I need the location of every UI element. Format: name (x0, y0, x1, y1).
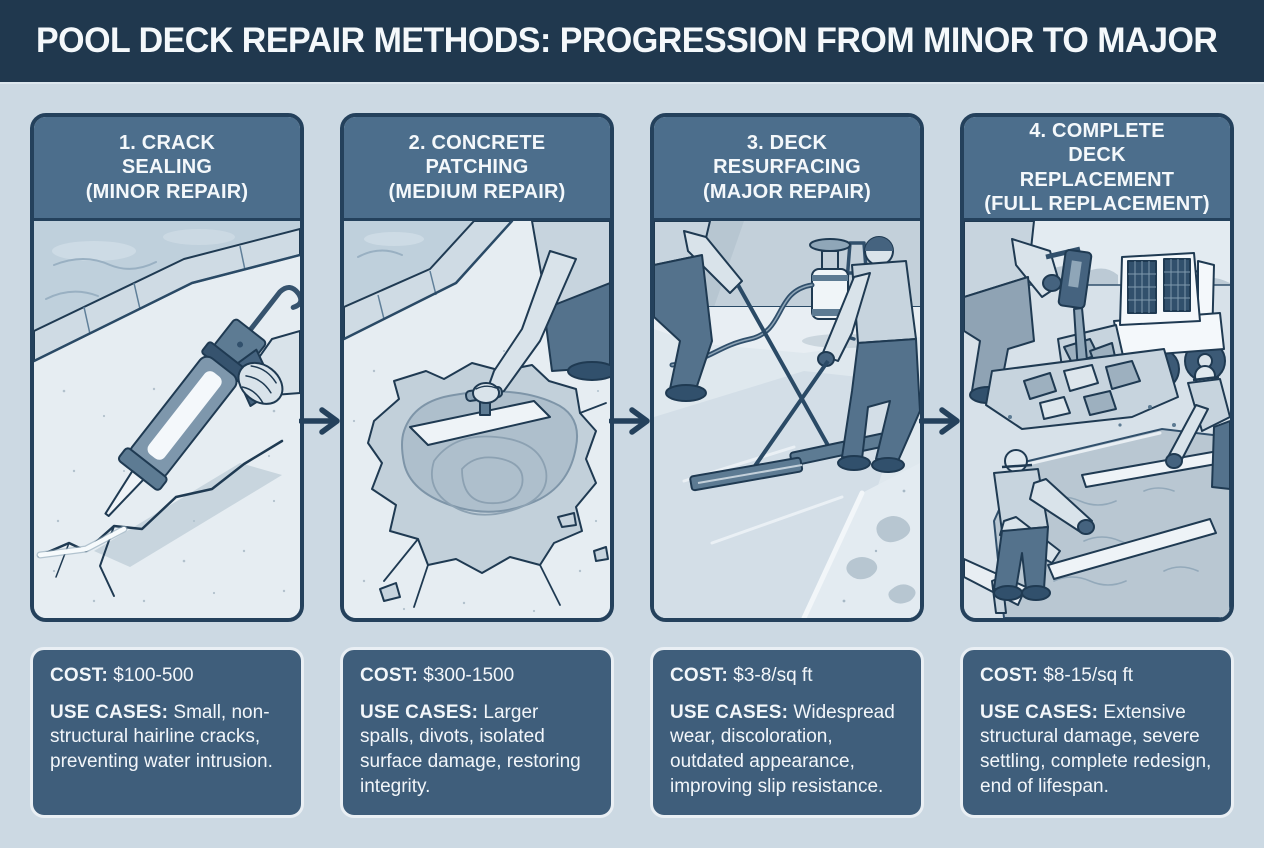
panel-crack-sealing: 1. CRACK SEALING (MINOR REPAIR) (30, 113, 304, 622)
cost-label: COST: (670, 665, 728, 686)
use-cases-text: Larger spalls, divots, isolated surface … (360, 701, 581, 797)
pool-water (344, 221, 474, 307)
panel-header-3: 3. DECK RESURFACING (MAJOR REPAIR) (654, 117, 920, 221)
deck-replacement-illustration (964, 221, 1230, 618)
worker-right (689, 236, 920, 492)
step-subtitle: (MEDIUM REPAIR) (388, 180, 566, 203)
illustration-concrete-patching (344, 221, 610, 618)
use-cases-text: Widespread wear, discoloration, outdated… (670, 701, 895, 797)
cost-line: COST: $3-8/sq ft (670, 664, 904, 689)
use-cases-label: USE CASES: (670, 701, 789, 723)
glove (1042, 274, 1062, 292)
panel-deck-resurfacing: 3. DECK RESURFACING (MAJOR REPAIR) (650, 113, 924, 622)
cost-label: COST: (980, 665, 1038, 686)
hand (237, 361, 284, 405)
use-cases-text: Small, non-structural hairline cracks, p… (50, 701, 273, 773)
use-cases-text: Extensive structural damage, severe sett… (980, 701, 1212, 797)
cost-value: $100-500 (113, 665, 194, 686)
use-cases-line: USE CASES: Extensive structural damage, … (980, 701, 1214, 800)
worker-left (654, 221, 887, 467)
arrow-right-icon (919, 407, 960, 435)
step-connector-3 (919, 113, 960, 622)
gun-shadow (94, 463, 282, 567)
hard-hat (1004, 449, 1028, 473)
cost-value: $300-1500 (423, 665, 515, 686)
hair (865, 237, 893, 251)
squeegee-pole (748, 359, 830, 475)
cost-value: $3-8/sq ft (733, 665, 813, 686)
pool-water (34, 221, 300, 331)
step-connector-2 (609, 113, 650, 622)
step-subtitle: (MINOR REPAIR) (85, 180, 249, 203)
boot (993, 585, 1023, 601)
boot (1021, 585, 1051, 601)
use-cases-label: USE CASES: (50, 701, 169, 723)
shoe (871, 457, 905, 473)
illustration-deck-resurfacing (654, 221, 920, 618)
kneeling-worker (483, 221, 610, 400)
pool-coping-tiles (344, 221, 514, 341)
deck-resurfacing-illustration (654, 221, 920, 618)
use-cases-line: USE CASES: Widespread wear, discoloratio… (670, 701, 904, 800)
panel-header-4: 4. COMPLETE DECK REPLACEMENT (FULL REPLA… (964, 117, 1230, 221)
info-card-crack-sealing: COST: $100-500 USE CASES: Small, non-str… (30, 647, 304, 818)
shoe (567, 361, 610, 381)
cost-label: COST: (50, 665, 108, 686)
jeans-knee (543, 282, 610, 372)
page-title: POOL DECK REPAIR METHODS: PROGRESSION FR… (36, 21, 1218, 60)
deck-speckles (52, 369, 286, 603)
cost-line: COST: $300-1500 (360, 664, 594, 689)
sealant-bead (36, 525, 128, 559)
broken-concrete (985, 348, 1179, 430)
shoe (665, 384, 707, 402)
step-connector-1 (299, 113, 340, 622)
step-subtitle: (MAJOR REPAIR) (703, 180, 871, 203)
cost-value: $8-15/sq ft (1043, 665, 1134, 686)
arm (683, 230, 743, 294)
squeegee-pole (736, 284, 832, 450)
info-row: COST: $100-500 USE CASES: Small, non-str… (30, 647, 1234, 818)
panel-concrete-patching: 2. CONCRETE PATCHING (MEDIUM REPAIR) (340, 113, 614, 622)
step-title: 2. CONCRETE PATCHING (408, 131, 546, 179)
illustration-deck-replacement (964, 221, 1230, 618)
use-cases-label: USE CASES: (980, 701, 1099, 723)
step-subtitle: (FULL REPLACEMENT) (984, 192, 1210, 215)
info-card-deck-replacement: COST: $8-15/sq ft USE CASES: Extensive s… (960, 647, 1234, 818)
cost-line: COST: $8-15/sq ft (980, 664, 1214, 689)
screed-worker-right (1081, 365, 1230, 490)
steps-row: 1. CRACK SEALING (MINOR REPAIR) (30, 113, 1234, 622)
arm (821, 272, 871, 362)
trowel (409, 382, 551, 446)
arrow-right-icon (299, 407, 340, 435)
pants (841, 338, 920, 462)
illustration-crack-sealing (34, 221, 300, 618)
legs (1211, 420, 1230, 490)
panel-deck-replacement: 4. COMPLETE DECK REPLACEMENT (FULL REPLA… (960, 113, 1234, 622)
use-cases-line: USE CASES: Small, non-structural hairlin… (50, 701, 284, 775)
step-title: 3. DECK RESURFACING (713, 131, 861, 179)
panel-header-1: 1. CRACK SEALING (MINOR REPAIR) (34, 117, 300, 221)
cost-line: COST: $100-500 (50, 664, 284, 689)
panel-header-2: 2. CONCRETE PATCHING (MEDIUM REPAIR) (344, 117, 610, 221)
info-card-deck-resurfacing: COST: $3-8/sq ft USE CASES: Widespread w… (650, 647, 924, 818)
use-cases-line: USE CASES: Larger spalls, divots, isolat… (360, 701, 594, 800)
pool-coping-tiles (34, 228, 300, 363)
shoe (837, 455, 871, 471)
arrow-right-icon (609, 407, 650, 435)
step-title: 4. COMPLETE DECK REPLACEMENT (1019, 119, 1175, 191)
info-card-concrete-patching: COST: $300-1500 USE CASES: Larger spalls… (340, 647, 614, 818)
old-worn-surface (801, 463, 920, 618)
screed-bar (1047, 518, 1217, 580)
glove (1165, 453, 1183, 469)
screed-worker-left (964, 449, 1217, 614)
step-title: 1. CRACK SEALING (118, 131, 216, 179)
glove (1077, 519, 1095, 535)
title-banner: POOL DECK REPAIR METHODS: PROGRESSION FR… (0, 0, 1264, 84)
use-cases-label: USE CASES: (360, 701, 479, 723)
caulking-gun (104, 285, 300, 518)
cost-label: COST: (360, 665, 418, 686)
concrete-patching-illustration (344, 221, 610, 618)
crack-sealing-illustration (34, 221, 300, 618)
